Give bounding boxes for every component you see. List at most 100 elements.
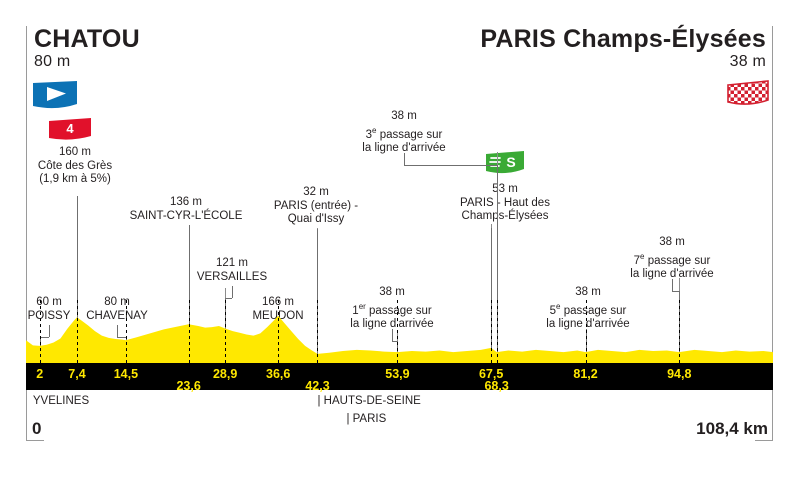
annotation-line: la ligne d'arrivée xyxy=(630,267,714,280)
frame-right-rule xyxy=(772,26,773,441)
leader-line xyxy=(496,164,498,356)
km-label: 94,8 xyxy=(667,367,692,381)
km-label: 53,9 xyxy=(385,367,410,381)
annotation-altitude: 38 m xyxy=(575,286,601,298)
start-city: CHATOU 80 m xyxy=(34,26,140,72)
km-tick xyxy=(225,300,227,363)
annotation-line: 5e passage sur xyxy=(549,301,627,317)
km-label: 67,5 xyxy=(478,367,504,381)
km-label: 2 xyxy=(36,367,44,381)
climb-detail: (1,9 km à 5%) xyxy=(39,173,111,185)
elevation-profile xyxy=(26,300,773,363)
km-tick xyxy=(76,300,78,363)
annotation-line: Quai d'Issy xyxy=(287,213,345,225)
sprint-name-line1: PARIS - Haut des xyxy=(460,196,550,209)
climb-altitude: 160 m xyxy=(59,146,91,158)
km-tick xyxy=(278,300,280,363)
leader-line xyxy=(49,325,50,337)
leader-line xyxy=(225,298,232,299)
annotation-altitude: 60 m xyxy=(36,296,62,308)
annotation-altitude: 32 m xyxy=(303,186,329,198)
annotation-line: la ligne d'arrivée xyxy=(350,317,434,330)
annotation-line: VERSAILLES xyxy=(196,270,268,283)
annotation-altitude: 38 m xyxy=(379,286,405,298)
sprint-altitude: 53 m xyxy=(492,183,518,195)
leader-line xyxy=(404,152,405,165)
leader-line xyxy=(188,225,190,356)
leader-line xyxy=(404,164,497,166)
svg-text:4: 4 xyxy=(66,121,74,136)
frame-cap-right xyxy=(755,440,773,441)
annotation-line: POISSY xyxy=(27,309,71,322)
climb-label: 160 m Côte des Grès (1,9 km à 5%) xyxy=(0,146,150,187)
leader-line xyxy=(117,325,118,337)
annotation-altitude: 136 m xyxy=(170,196,202,208)
climb-leader-line xyxy=(76,196,78,363)
svg-text:S: S xyxy=(506,154,515,170)
finish-city-name: PARIS Champs-Élysées xyxy=(480,25,766,53)
annotation-altitude: 38 m xyxy=(391,110,417,122)
sprint-flag-icon: S xyxy=(485,150,527,176)
km-tick xyxy=(491,300,493,363)
leader-line xyxy=(39,337,49,338)
leader-line xyxy=(392,340,398,342)
start-city-altitude: 80 m xyxy=(34,53,71,70)
sprint-label: 53 m PARIS - Haut des Champs-Élysées xyxy=(430,183,580,224)
km-tick xyxy=(496,300,498,363)
km-label: 81,2 xyxy=(573,367,598,381)
km-tick xyxy=(188,300,190,363)
annotation-altitude: 80 m xyxy=(104,296,130,308)
annotation-line: 3e passage sur xyxy=(365,125,443,141)
finish-city-altitude: 38 m xyxy=(729,53,766,70)
region-label: | HAUTS-DE-SEINE xyxy=(317,395,421,407)
annotation-line: la ligne d'arrivée xyxy=(546,317,630,330)
km-tick xyxy=(585,300,587,363)
region-label: | PARIS xyxy=(346,413,387,425)
km-tick xyxy=(679,300,681,363)
km-label: 36,6 xyxy=(266,367,291,381)
km-label: 14,5 xyxy=(113,367,139,381)
departure-flag-icon xyxy=(32,80,80,110)
sprint-name-line2: Champs-Élysées xyxy=(461,210,549,222)
km-label: 68,3 xyxy=(484,379,509,393)
km-label: 7,4 xyxy=(68,367,86,381)
total-distance: 108,4 km xyxy=(696,419,768,438)
checkered-flag-icon xyxy=(727,80,771,108)
finish-city: PARIS Champs-Élysées 38 m xyxy=(480,26,766,72)
annotation-altitude: 121 m xyxy=(216,257,248,269)
total-start: 0 xyxy=(32,419,42,438)
annotation-line: SAINT-CYR-L'ÉCOLE xyxy=(129,209,243,222)
leader-line xyxy=(117,337,126,338)
frame-left-rule xyxy=(26,26,27,386)
annotation-altitude: 38 m xyxy=(659,236,685,248)
annotation-line: CHAVENAY xyxy=(86,309,148,322)
leader-line xyxy=(672,278,673,291)
climb-flag-icon: 4 xyxy=(48,118,94,142)
km-tick xyxy=(39,300,41,363)
frame-cap-left xyxy=(26,440,44,441)
annotation-line: 7e passage sur xyxy=(633,251,711,267)
km-label: 28,9 xyxy=(212,367,238,381)
annotation-line: MEUDON xyxy=(240,310,316,324)
start-city-name: CHATOU xyxy=(34,25,140,53)
region-label: YVELINES xyxy=(32,395,90,407)
frame-left-rule-lower xyxy=(26,386,27,441)
km-label: 42,3 xyxy=(305,379,330,393)
km-tick xyxy=(397,300,399,363)
leader-line xyxy=(672,290,680,292)
sprint-leader-line xyxy=(491,228,493,363)
annotation-altitude: 166 m xyxy=(262,296,294,308)
annotation-line: PARIS (entrée) - xyxy=(273,199,359,212)
km-label: 23,6 xyxy=(176,379,201,393)
